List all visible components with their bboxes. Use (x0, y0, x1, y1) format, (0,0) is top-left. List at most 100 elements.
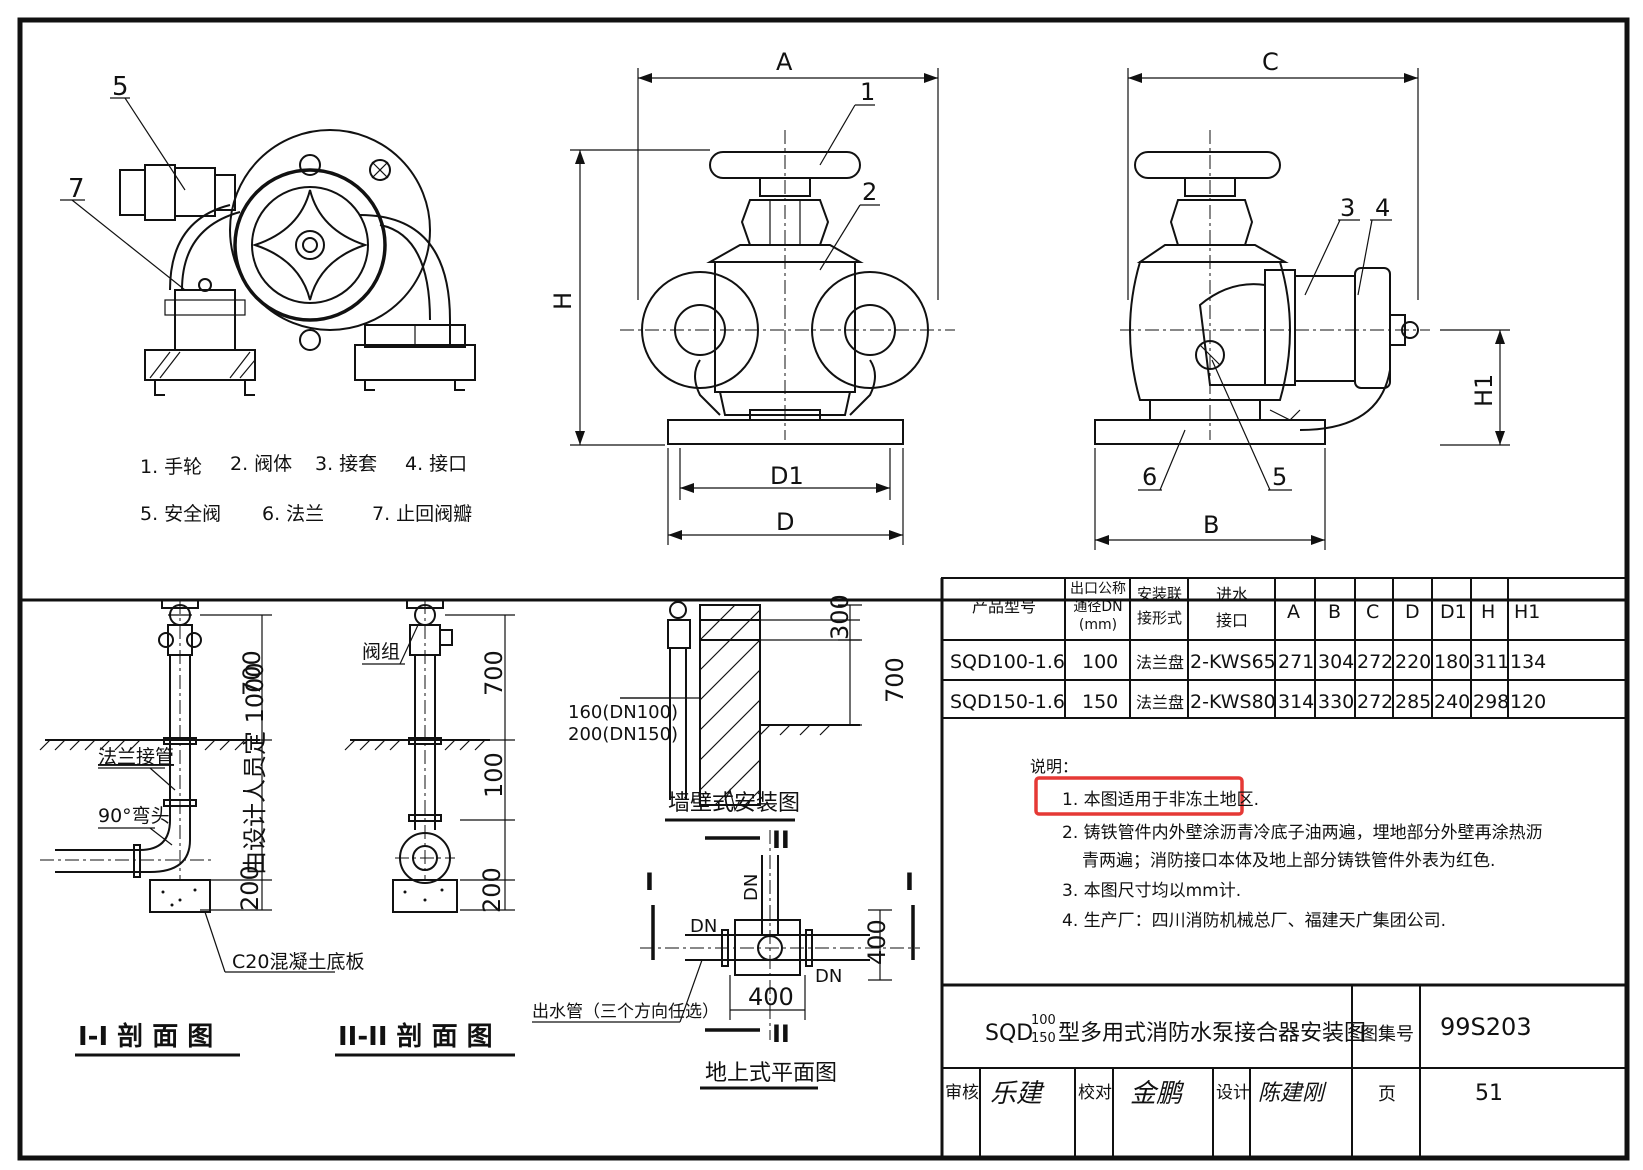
top-left-view: 5 7 (60, 72, 476, 396)
legend-item: 1. 手轮 (140, 456, 202, 478)
th-model: 产品型号 (972, 597, 1036, 616)
section-2-view: 700 100 200 阀组 II-II 剖 面 图 (335, 599, 515, 1057)
check-signature: 金鹏 (1130, 1079, 1185, 1109)
cell: 220 (1395, 651, 1431, 673)
cell: 314 (1278, 691, 1314, 713)
cell: 272 (1357, 651, 1393, 673)
legend-item: 6. 法兰 (262, 503, 324, 525)
spec-table: 产品型号 出口公称通径DN(mm) 安装联接形式 进水接口 A B C D D1… (940, 577, 1628, 1158)
review-label: 审核 (945, 1083, 979, 1103)
marker-II-bottom: II (772, 1020, 790, 1048)
callout-2-front: 2 (862, 178, 877, 206)
marker-II-top: II (772, 826, 790, 854)
cell: 2-KWS80 (1190, 691, 1276, 713)
dim-H1: H1 (1470, 374, 1498, 407)
table-row: SQD150-1.6 150 法兰盘 2-KWS80 314 330 272 2… (950, 691, 1546, 713)
dim-700: 700 (480, 650, 508, 696)
title-block: SQD 100 150 型多用式消防水泵接合器安装图 图集号 99S203 审核… (942, 983, 1627, 1158)
wall-title: 墙壁式安装图 (668, 791, 800, 816)
sheet-border (17, 17, 1630, 1161)
side-view: C H1 B 3 (1094, 48, 1510, 550)
legend-item: 7. 止回阀瓣 (372, 503, 472, 525)
title-prefix: SQD (985, 1021, 1033, 1046)
dim-C: C (1262, 48, 1279, 76)
front-view: A H D1 D (549, 48, 955, 545)
th-H1: H1 (1514, 601, 1540, 623)
cell: 298 (1473, 691, 1509, 713)
cell: 法兰盘 (1136, 653, 1184, 672)
callout-4-side: 4 (1375, 194, 1390, 222)
callout-6-side: 6 (1142, 463, 1157, 491)
legend-item: 2. 阀体 (230, 453, 292, 475)
dim-400-v: 400 (863, 919, 891, 965)
cell: 304 (1318, 651, 1354, 673)
callout-1-front: 1 (860, 78, 875, 106)
title-frac-top: 100 (1031, 1013, 1056, 1028)
section-1-view: 700 由设计人员定 1000 200 法兰接管 90°弯头 C20混凝土底板 … (39, 599, 364, 1057)
cell: 311 (1473, 651, 1509, 673)
dim-100: 100 (480, 752, 508, 798)
atlas-label: 图集号 (1360, 1024, 1414, 1045)
plan-title: 地上式平面图 (705, 1061, 837, 1086)
cell: 272 (1357, 691, 1393, 713)
legend-item: 4. 接口 (405, 453, 467, 475)
table-row: SQD100-1.6 100 法兰盘 2-KWS65 271 304 272 2… (950, 651, 1546, 673)
section-2-title: II-II 剖 面 图 (338, 1021, 493, 1052)
parts-legend: 1. 手轮 2. 阀体 3. 接套 4. 接口 5. 安全阀 6. 法兰 7. … (140, 453, 472, 525)
page-label: 页 (1378, 1084, 1396, 1105)
label-elbow: 90°弯头 (98, 805, 170, 827)
th-D: D (1405, 601, 1420, 623)
label-dn-right: DN (815, 966, 842, 987)
legend-item: 5. 安全阀 (140, 503, 221, 525)
dim-A: A (776, 48, 793, 76)
cell: 120 (1510, 691, 1546, 713)
note-line: 4. 生产厂：四川消防机械总厂、福建天广集团公司. (1062, 911, 1446, 931)
label-flange-pipe: 法兰接管 (98, 746, 174, 768)
cell: 100 (1082, 651, 1118, 673)
atlas-number: 99S203 (1440, 1013, 1532, 1041)
callout-5-left: 5 (112, 72, 129, 102)
section-1-title: I-I 剖 面 图 (78, 1021, 213, 1052)
marker-I-right: I (905, 868, 914, 896)
dim-700: 700 (238, 650, 266, 696)
label-dn-top: DN (741, 874, 762, 901)
th-B: B (1328, 601, 1341, 623)
cell: 271 (1278, 651, 1314, 673)
notes-block: 说明： 1. 本图适用于非冻土地区. 2. 铸铁管件内外壁涂沥青冷底子油两遍，埋… (1030, 757, 1543, 931)
note-line: 2. 铸铁管件内外壁涂沥青冷底子油两遍，埋地部分外壁再涂热沥 (1062, 823, 1543, 843)
th-D1: D1 (1440, 601, 1467, 623)
design-label: 设计 (1216, 1083, 1250, 1103)
label-dn-left: DN (690, 916, 717, 937)
drawing-title: 型多用式消防水泵接合器安装图 (1058, 1021, 1366, 1046)
plan-view: II II I I DN DN DN 400 400 出水管（三个方向任选） 地… (532, 826, 920, 1090)
dim-200: 200 (236, 865, 264, 911)
note-line: 青两遍；消防接口本体及地上部分铸铁管件外表为红色. (1082, 851, 1495, 871)
label-outlet: 出水管（三个方向任选） (532, 1002, 719, 1022)
dim-H: H (549, 292, 577, 310)
dim-D: D (776, 508, 794, 536)
highlight-box (1034, 776, 1244, 816)
callout-7-left: 7 (68, 174, 85, 204)
notes-heading: 说明： (1030, 757, 1078, 776)
check-label: 校对 (1078, 1083, 1112, 1103)
note-line: 3. 本图尺寸均以mm计. (1062, 881, 1241, 901)
th-A: A (1287, 601, 1300, 623)
label-valve: 阀组 (362, 641, 400, 663)
label-concrete: C20混凝土底板 (232, 951, 364, 973)
cell: SQD150-1.6 (950, 691, 1065, 713)
legend-item: 3. 接套 (315, 453, 377, 475)
cell: 2-KWS65 (1190, 651, 1276, 673)
cell: SQD100-1.6 (950, 651, 1065, 673)
design-signature: 陈建刚 (1258, 1081, 1327, 1106)
note-line: 1. 本图适用于非冻土地区. (1062, 790, 1259, 810)
th-C: C (1366, 601, 1379, 623)
cell: 240 (1434, 691, 1470, 713)
dim-1000: 由设计人员定 1000 (241, 662, 269, 875)
title-frac-bottom: 150 (1031, 1031, 1056, 1046)
label-dn150: 200(DN150) (568, 724, 678, 745)
cell: 法兰盘 (1136, 693, 1184, 712)
review-signature: 乐建 (990, 1079, 1045, 1109)
dim-200: 200 (478, 867, 506, 913)
dim-D1: D1 (770, 462, 804, 490)
